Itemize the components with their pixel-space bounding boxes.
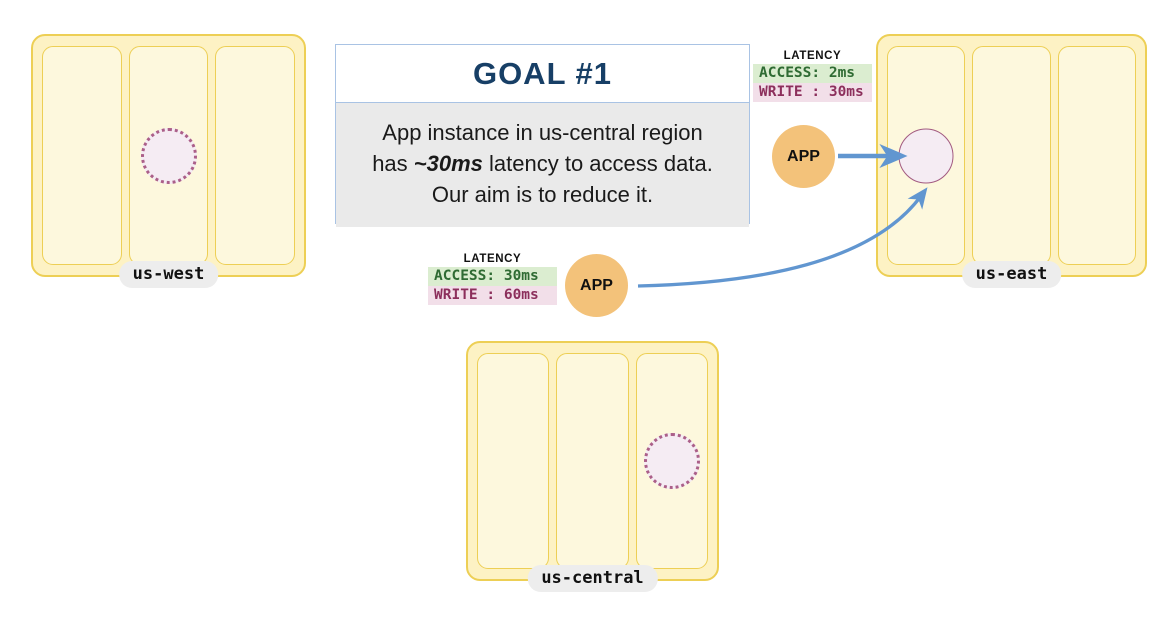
goal-body: App instance in us-central region has ~3… [336, 102, 749, 227]
region-us-east-zone-b[interactable] [972, 46, 1051, 265]
latency-access-us-central: ACCESS: 30ms [428, 267, 557, 286]
app-node-us-central[interactable]: APP [565, 254, 628, 317]
goal-body-line-1: App instance in us-central region [382, 120, 703, 145]
region-label-us-west: us-west [118, 261, 219, 288]
goal-body-emphasis: ~30ms [413, 151, 483, 177]
goal-body-line-3: Our aim is to reduce it. [431, 182, 654, 208]
region-us-west-zone-a[interactable] [42, 46, 122, 265]
replica-us-east[interactable] [898, 128, 954, 183]
region-us-west-zone-b[interactable] [128, 46, 209, 265]
region-us-east[interactable]: us-east [876, 34, 1147, 288]
latency-title-us-central: LATENCY [463, 253, 522, 265]
region-us-central-zone-a[interactable] [477, 353, 550, 569]
region-us-west-zone-c[interactable] [215, 46, 296, 265]
goal-title: GOAL #1 [336, 45, 749, 102]
replica-us-west[interactable] [140, 127, 197, 184]
latency-write-us-central: WRITE : 60ms [428, 286, 557, 305]
latency-title-us-east: LATENCY [783, 50, 842, 62]
region-us-east-zone-a[interactable] [887, 46, 966, 265]
goal-body-line-2-pre: has [372, 151, 414, 177]
region-us-central-zone-b[interactable] [556, 353, 629, 569]
app-node-us-east[interactable]: APP [772, 125, 835, 188]
region-us-central[interactable]: us-central [466, 341, 719, 592]
region-us-west[interactable]: us-west [31, 34, 306, 288]
latency-write-us-east: WRITE : 30ms [753, 83, 872, 102]
goal-body-line-2-post: latency to access data. [482, 151, 713, 177]
replica-us-central[interactable] [643, 433, 700, 489]
region-label-us-east: us-east [961, 261, 1062, 288]
app-node-us-east-label: APP [787, 147, 820, 165]
latency-access-us-east: ACCESS: 2ms [753, 64, 872, 83]
app-node-us-central-label: APP [580, 276, 613, 294]
goal-body-line-2: has ~30ms latency to access data. [350, 148, 735, 179]
latency-box-us-central: LATENCY ACCESS: 30ms WRITE : 60ms [428, 253, 557, 305]
latency-box-us-east: LATENCY ACCESS: 2ms WRITE : 30ms [753, 50, 872, 102]
region-us-east-zone-c[interactable] [1057, 46, 1136, 265]
region-label-us-central: us-central [527, 565, 658, 592]
region-us-central-zone-c[interactable] [635, 353, 708, 569]
goal-callout: GOAL #1 App instance in us-central regio… [335, 44, 750, 227]
